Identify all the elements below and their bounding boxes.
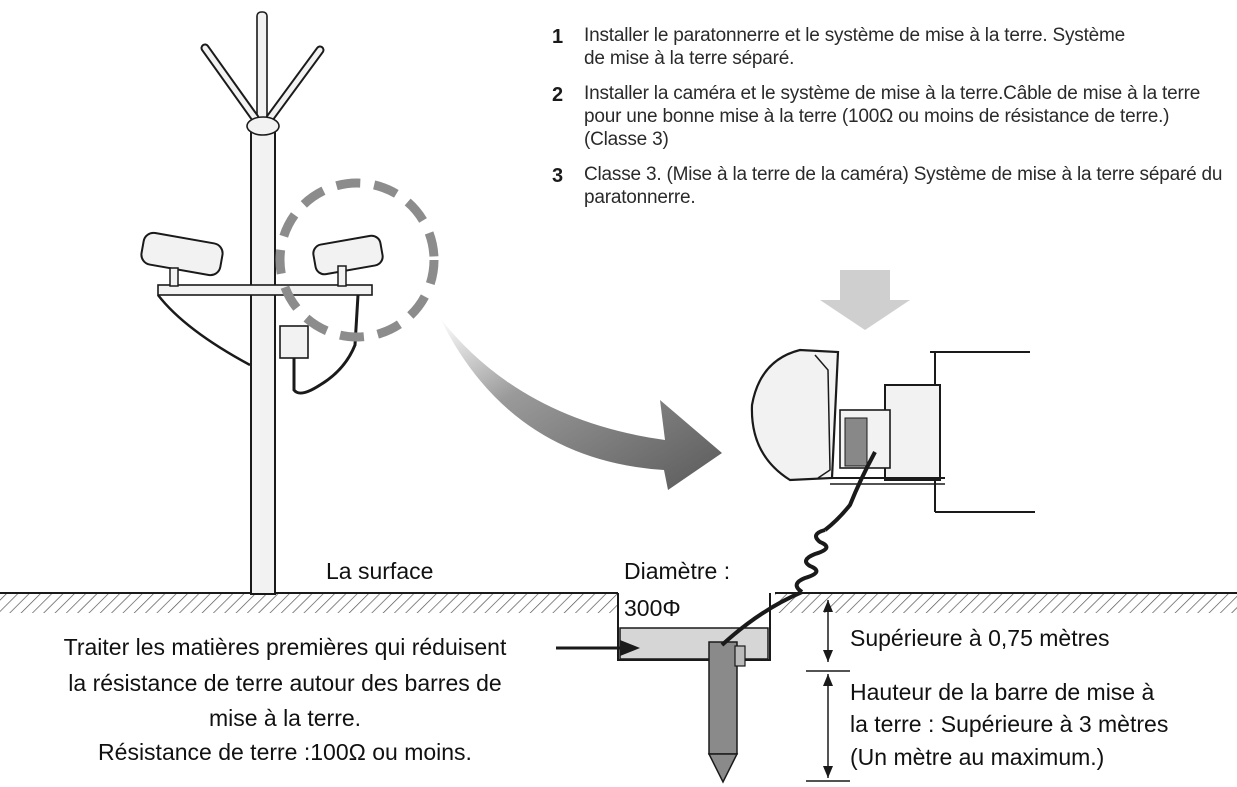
rod-height-line3: (Un mètre au maximum.) <box>850 744 1105 770</box>
ground-cable <box>720 451 877 647</box>
resistance-label: Résistance de terre :100Ω ou moins. <box>98 739 472 765</box>
treatment-line1: Traiter les matières premières qui rédui… <box>63 634 507 660</box>
camera-mount <box>157 284 373 395</box>
camera-left <box>140 231 224 287</box>
treatment-line2: la résistance de terre autour des barres… <box>68 670 502 696</box>
rod-height-line2: la terre : Supérieure à 3 mètres <box>850 711 1169 737</box>
step-text: Installer le paratonnerre et le système … <box>584 25 1126 69</box>
treatment-line3: mise à la terre. <box>208 705 362 731</box>
zoom-arrow <box>440 318 722 490</box>
step-number: 3 <box>552 165 564 187</box>
step-text: Classe 3. (Mise à la terre de la caméra)… <box>584 164 1223 208</box>
ground-surface <box>0 592 1237 613</box>
rod-height-line1: Hauteur de la barre de mise à <box>850 679 1155 705</box>
highlight-circle <box>275 178 439 342</box>
diameter-value: 300Φ <box>624 595 681 621</box>
step-2: 2 Installer la caméra et le système de m… <box>552 82 1232 151</box>
camera-closeup <box>750 348 1035 513</box>
surface-label: La surface <box>326 558 434 584</box>
lightning-rod-pole <box>200 11 325 595</box>
step-1: 1 Installer le paratonnerre et le systèm… <box>552 24 1232 70</box>
step-number: 1 <box>552 26 564 48</box>
depth-dimension <box>806 600 850 782</box>
camera-right <box>312 234 384 287</box>
treatment-arrow <box>556 640 640 656</box>
down-arrow <box>820 270 910 330</box>
grounding-rod <box>707 641 746 784</box>
diameter-label: Diamètre : <box>624 558 731 584</box>
depth-label: Supérieure à 0,75 mètres <box>850 625 1110 651</box>
step-number: 2 <box>552 84 564 106</box>
step-text: Installer la caméra et le système de mis… <box>584 83 1201 150</box>
instruction-steps: 1 Installer le paratonnerre et le systèm… <box>552 24 1232 221</box>
step-3: 3 Classe 3. (Mise à la terre de la camér… <box>552 163 1232 209</box>
